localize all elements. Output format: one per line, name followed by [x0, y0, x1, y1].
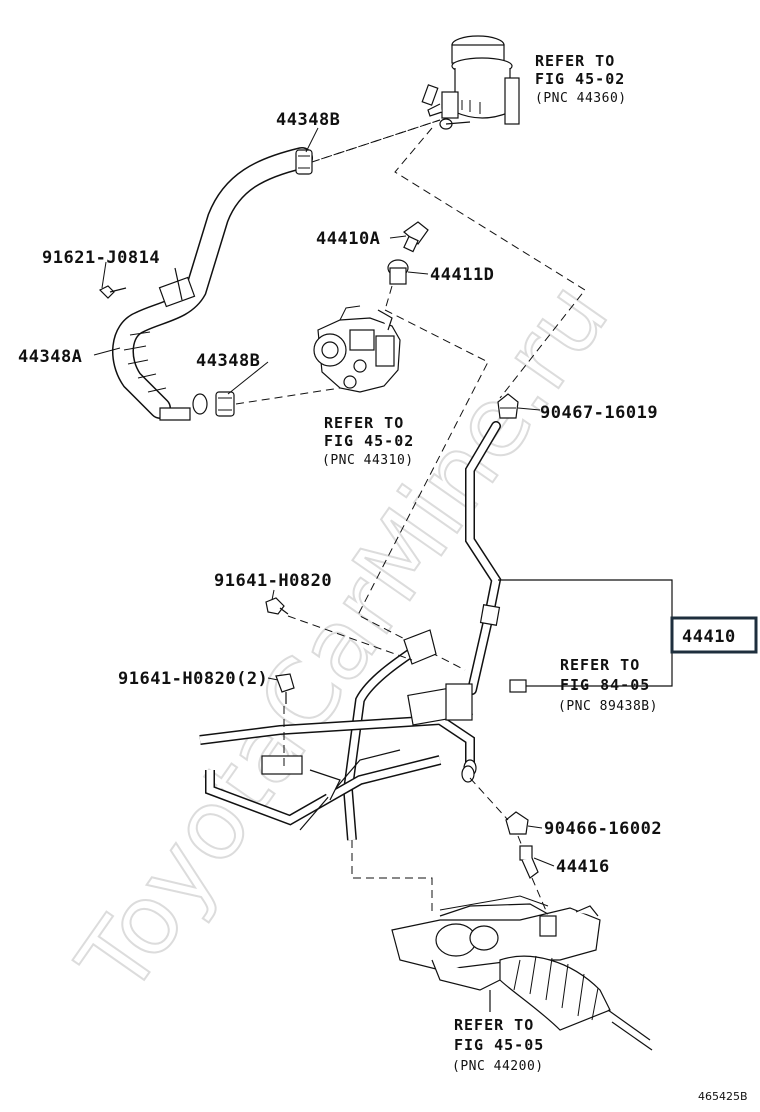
part-44411D-label[interactable]: 44411D: [430, 265, 494, 285]
ref-line-3: (PNC 44310): [322, 453, 414, 468]
gear-reference: REFER TO FIG 45-05 (PNC 44200): [452, 1016, 544, 1074]
part-91641-b-label[interactable]: 91641-H0820(2): [118, 669, 268, 689]
ref-line-1: REFER TO: [535, 52, 615, 70]
reservoir-drawing: [421, 35, 520, 130]
part-44410-box[interactable]: [670, 616, 758, 654]
part-91621-label[interactable]: 91621-J0814: [42, 248, 160, 268]
return-hose-44348A: [112, 147, 313, 421]
ref-line-1: REFER TO: [560, 656, 640, 674]
part-90467-label[interactable]: 90467-16019: [540, 403, 658, 423]
pump-drawing: [313, 305, 401, 393]
figure-id: 465425B: [698, 1090, 748, 1103]
union-44416: [519, 845, 539, 879]
ref-line-3: (PNC 44360): [535, 91, 627, 106]
sensor-reference: REFER TO FIG 84-05 (PNC 89438B): [558, 656, 658, 714]
bolt-91641-b: [275, 673, 295, 704]
bolt-91621: [98, 285, 127, 299]
part-91641-a-label[interactable]: 91641-H0820: [214, 571, 332, 591]
gasket-44411D: [387, 259, 409, 285]
part-90466-label[interactable]: 90466-16002: [544, 819, 662, 839]
ref-line-2: FIG 84-05: [560, 676, 650, 694]
ref-line-1: REFER TO: [454, 1016, 534, 1034]
steering-gear-drawing: [391, 895, 653, 1051]
reservoir-reference: REFER TO FIG 45-02 (PNC 44360): [535, 52, 627, 106]
ref-line-2: FIG 45-02: [535, 70, 625, 88]
part-44416-label[interactable]: 44416: [556, 857, 610, 877]
sensor-drawing: [509, 679, 540, 693]
ref-line-1: REFER TO: [324, 414, 404, 432]
pressure-hose-44410: [199, 421, 502, 841]
part-44410-highlight[interactable]: 44410: [670, 616, 758, 654]
grommet-90466: [505, 811, 529, 835]
part-44410A-label[interactable]: 44410A: [316, 229, 380, 249]
bolt-91641-a: [265, 597, 289, 615]
part-44410-label[interactable]: 44410: [682, 627, 736, 647]
ref-line-2: FIG 45-02: [324, 432, 414, 450]
part-44348A-label[interactable]: 44348A: [18, 347, 82, 367]
ref-line-3: (PNC 89438B): [558, 699, 658, 714]
grommet-90467: [497, 393, 519, 419]
part-44348B-mid-label[interactable]: 44348B: [196, 351, 260, 371]
ref-line-2: FIG 45-05: [454, 1036, 544, 1054]
ref-line-3: (PNC 44200): [452, 1059, 544, 1074]
union-bolt-44410A: [403, 221, 429, 253]
pump-reference: REFER TO FIG 45-02 (PNC 44310): [322, 414, 414, 468]
clamp-44348B-top: [295, 149, 313, 175]
part-44348B-top-label[interactable]: 44348B: [276, 110, 340, 130]
clamp-44348B-mid: [215, 391, 235, 417]
